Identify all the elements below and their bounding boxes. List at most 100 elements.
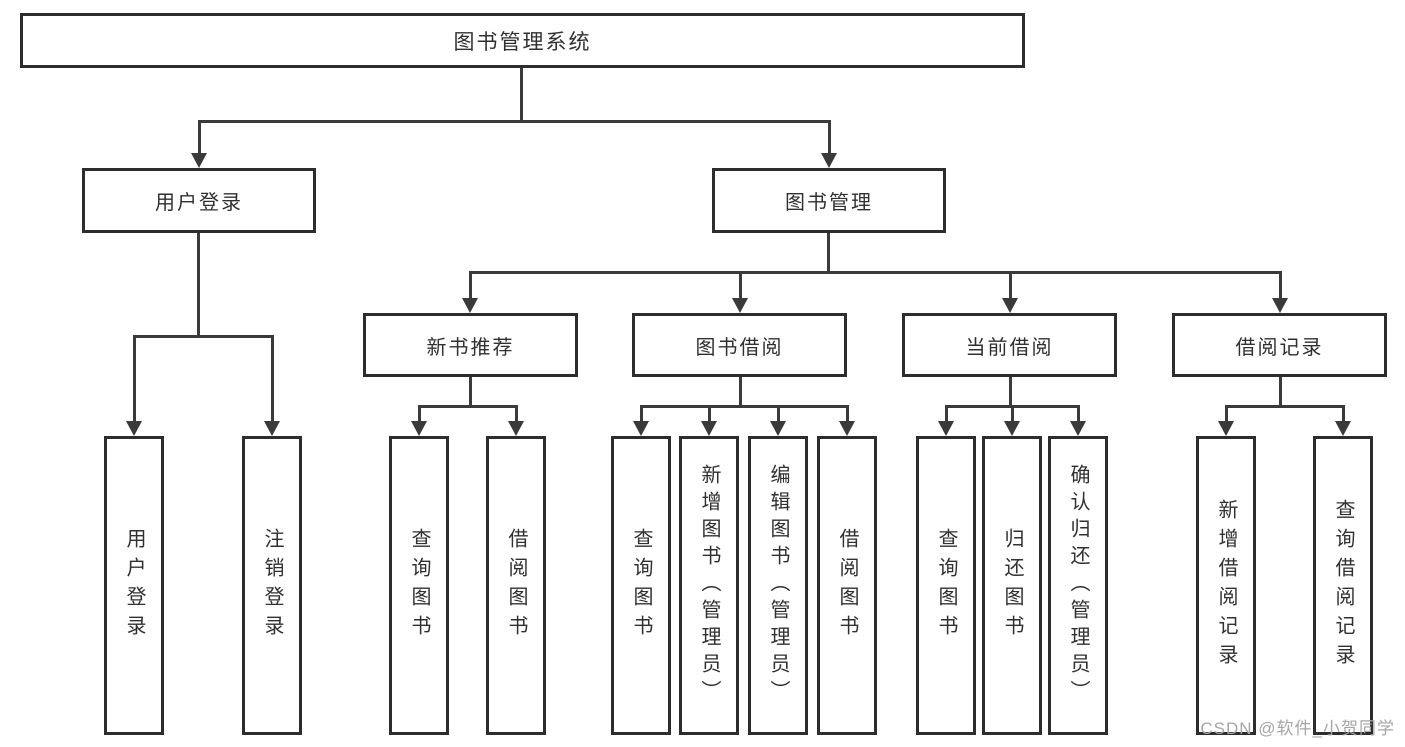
arrow-down-borrow-borrow (839, 405, 855, 436)
connector-records-stem (1279, 377, 1282, 408)
arrow-stem (1224, 405, 1228, 423)
arrow-head-icon (701, 421, 717, 436)
arrow-head-icon (732, 298, 748, 313)
arrow-stem (639, 405, 643, 423)
arrow-head-icon (938, 421, 954, 436)
arrow-down-query-record (1335, 405, 1351, 436)
arrow-stem (1076, 405, 1080, 423)
node-user-login-label: 用户登录 (155, 192, 243, 214)
arrow-down-to-leaf-logout (264, 335, 280, 436)
connector-records-branch (1225, 405, 1345, 408)
arrow-stem (514, 405, 518, 423)
node-book-management-label: 图书管理 (785, 192, 873, 214)
node-user-login: 用户登录 (82, 168, 316, 233)
arrow-stem (270, 335, 274, 423)
leaf-recommend-query-books-label: 查询图书 (408, 527, 430, 644)
leaf-user-login: 用户登录 (104, 436, 164, 735)
arrow-head-icon (633, 421, 649, 436)
arrow-head-icon (1004, 421, 1020, 436)
arrow-head-icon (1218, 421, 1234, 436)
leaf-logout-label: 注销登录 (261, 527, 283, 644)
arrow-stem (776, 405, 780, 423)
csdn-watermark: CSDN @软件_小贺同学 (1200, 719, 1395, 738)
arrow-down-add-book (701, 405, 717, 436)
arrow-down-recommend-borrow (508, 405, 524, 436)
connector-book-management-stem (827, 233, 830, 274)
arrow-head-icon (462, 298, 478, 313)
connector-book-management-branch (469, 271, 1282, 274)
arrow-down-recommend-query (411, 405, 427, 436)
leaf-current-query-books-label: 查询图书 (935, 527, 957, 644)
connector-recommend-stem (469, 377, 472, 408)
connector-book-borrow-stem (739, 377, 742, 408)
leaf-logout: 注销登录 (242, 436, 302, 735)
arrow-head-icon (1070, 421, 1086, 436)
node-current-borrow: 当前借阅 (902, 313, 1117, 377)
arrow-stem (417, 405, 421, 423)
leaf-return-books-label: 归还图书 (1001, 527, 1023, 644)
arrow-down-confirm-return (1070, 405, 1086, 436)
arrow-down-to-leaf-user-login (126, 335, 142, 436)
arrow-down-to-book-borrow (732, 271, 748, 313)
leaf-current-query-books: 查询图书 (916, 436, 976, 735)
arrow-head-icon (839, 421, 855, 436)
arrow-head-icon (821, 153, 837, 168)
arrow-down-to-book-management (821, 120, 837, 168)
arrow-head-icon (1272, 298, 1288, 313)
arrow-head-icon (1335, 421, 1351, 436)
arrow-down-to-current-borrow (1002, 271, 1018, 313)
node-book-borrow: 图书借阅 (632, 313, 847, 377)
arrow-stem (827, 120, 831, 155)
leaf-return-books: 归还图书 (982, 436, 1042, 735)
leaf-add-borrow-record: 新增借阅记录 (1196, 436, 1256, 735)
arrow-head-icon (411, 421, 427, 436)
leaf-user-login-label: 用户登录 (123, 527, 145, 644)
connector-user-login-stem (197, 233, 200, 338)
arrow-stem (132, 335, 136, 423)
node-book-borrow-label: 图书借阅 (695, 336, 784, 359)
arrow-stem (944, 405, 948, 423)
arrow-stem (197, 120, 201, 155)
node-root-label: 图书管理系统 (453, 30, 592, 54)
arrow-stem (707, 405, 711, 423)
arrow-down-to-user-login (191, 120, 207, 168)
connector-user-login-branch (133, 335, 274, 338)
arrow-stem (1341, 405, 1345, 423)
leaf-borrow-query-books-label: 查询图书 (630, 527, 652, 644)
connector-current-stem (1009, 377, 1012, 408)
arrow-down-borrow-query (633, 405, 649, 436)
arrow-stem (468, 271, 472, 300)
leaf-add-book-admin-label: 新增图书（管理员） (698, 464, 720, 707)
connector-root-branch (198, 120, 831, 123)
arrow-head-icon (770, 421, 786, 436)
node-new-book-recommend-label: 新书推荐 (426, 336, 515, 359)
arrow-down-return-books (1004, 405, 1020, 436)
arrow-head-icon (264, 421, 280, 436)
connector-book-borrow-branch (640, 405, 849, 408)
leaf-confirm-return-admin-label: 确认归还（管理员） (1067, 464, 1089, 707)
leaf-add-book-admin: 新增图书（管理员） (679, 436, 739, 735)
arrow-head-icon (508, 421, 524, 436)
leaf-edit-book-admin-label: 编辑图书（管理员） (767, 464, 789, 707)
node-borrow-records: 借阅记录 (1172, 313, 1387, 377)
leaf-add-borrow-record-label: 新增借阅记录 (1215, 498, 1237, 673)
arrow-down-to-new-book-recommend (462, 271, 478, 313)
leaf-recommend-borrow-books: 借阅图书 (486, 436, 546, 735)
arrow-stem (845, 405, 849, 423)
arrow-down-to-borrow-records (1272, 271, 1288, 313)
leaf-borrow-borrow-books: 借阅图书 (817, 436, 877, 735)
connector-recommend-branch (418, 405, 518, 408)
leaf-edit-book-admin: 编辑图书（管理员） (748, 436, 808, 735)
arrow-down-current-query (938, 405, 954, 436)
arrow-stem (738, 271, 742, 300)
node-root-system: 图书管理系统 (20, 13, 1025, 68)
arrow-stem (1010, 405, 1014, 423)
leaf-confirm-return-admin: 确认归还（管理员） (1048, 436, 1108, 735)
leaf-query-borrow-record: 查询借阅记录 (1313, 436, 1373, 735)
connector-root-stem (520, 68, 523, 123)
leaf-borrow-query-books: 查询图书 (611, 436, 671, 735)
leaf-recommend-query-books: 查询图书 (389, 436, 449, 735)
leaf-query-borrow-record-label: 查询借阅记录 (1332, 498, 1354, 673)
arrow-down-edit-book (770, 405, 786, 436)
